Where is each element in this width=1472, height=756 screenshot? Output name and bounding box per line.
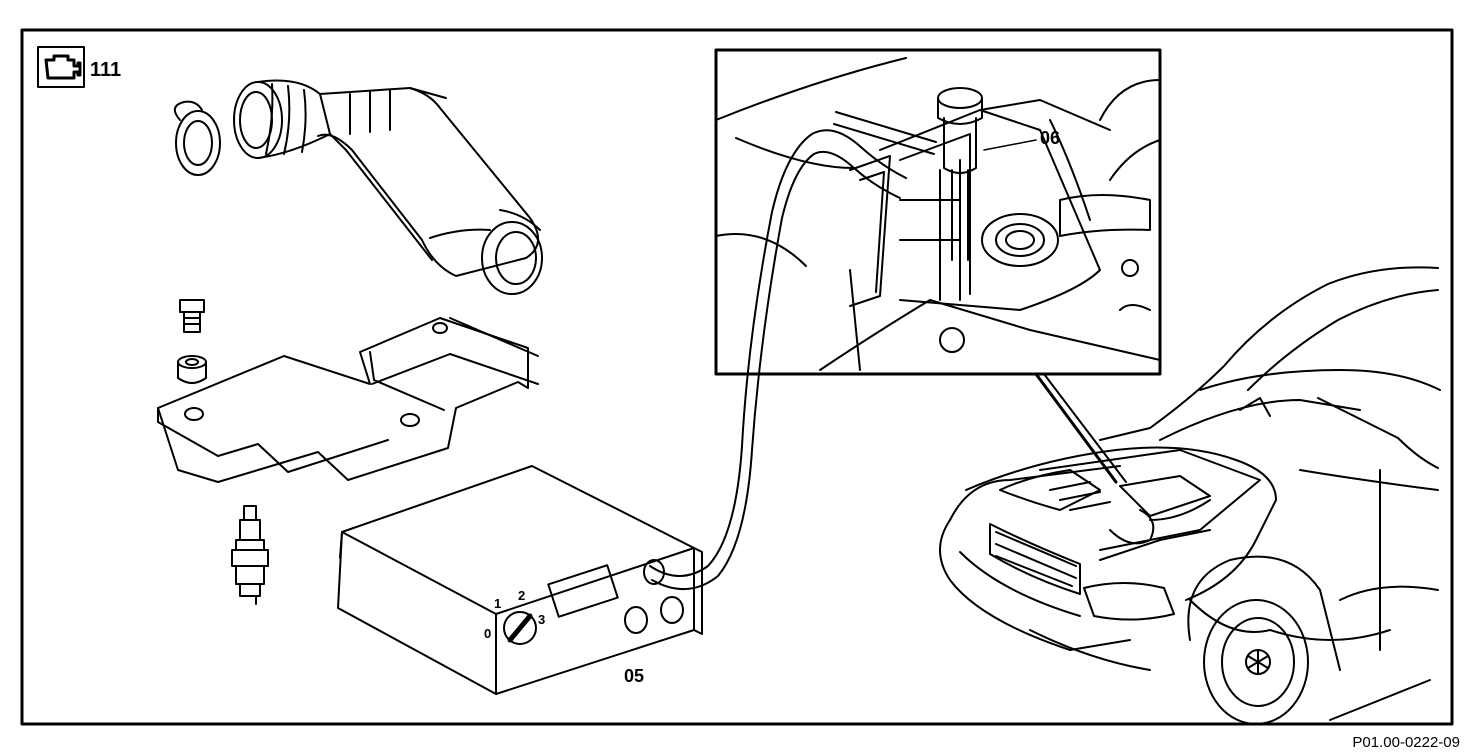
adapter-label: 06 [1040,128,1060,148]
spark-plug [231,505,269,605]
tester-gauge-right [660,596,684,624]
bolt-and-nut [177,299,207,384]
engine-code: 111 [90,59,121,81]
dial-position-0: 0 [484,626,491,641]
engine-icon [44,54,82,80]
tester-gauge-left [624,606,648,634]
mounting-bracket [157,317,539,483]
outer-border [20,28,1454,726]
dial-position-2: 2 [518,588,525,603]
tester-box: 0 1 2 3 05 [337,465,703,695]
dial-position-3: 3 [538,612,545,627]
air-intake-duct [173,79,543,295]
dial-position-1: 1 [494,596,501,611]
tester-display [547,564,619,618]
engine-badge: 111 [37,46,121,88]
test-hose [649,129,907,591]
tester-dial [503,611,537,645]
tester-label: 05 [624,666,644,686]
tester-hose-port [643,559,665,585]
car [939,266,1441,725]
leader-line [1034,372,1127,484]
inset-detail: 06 [714,48,1162,376]
document-reference: P01.00-0222-09 [1352,734,1460,751]
